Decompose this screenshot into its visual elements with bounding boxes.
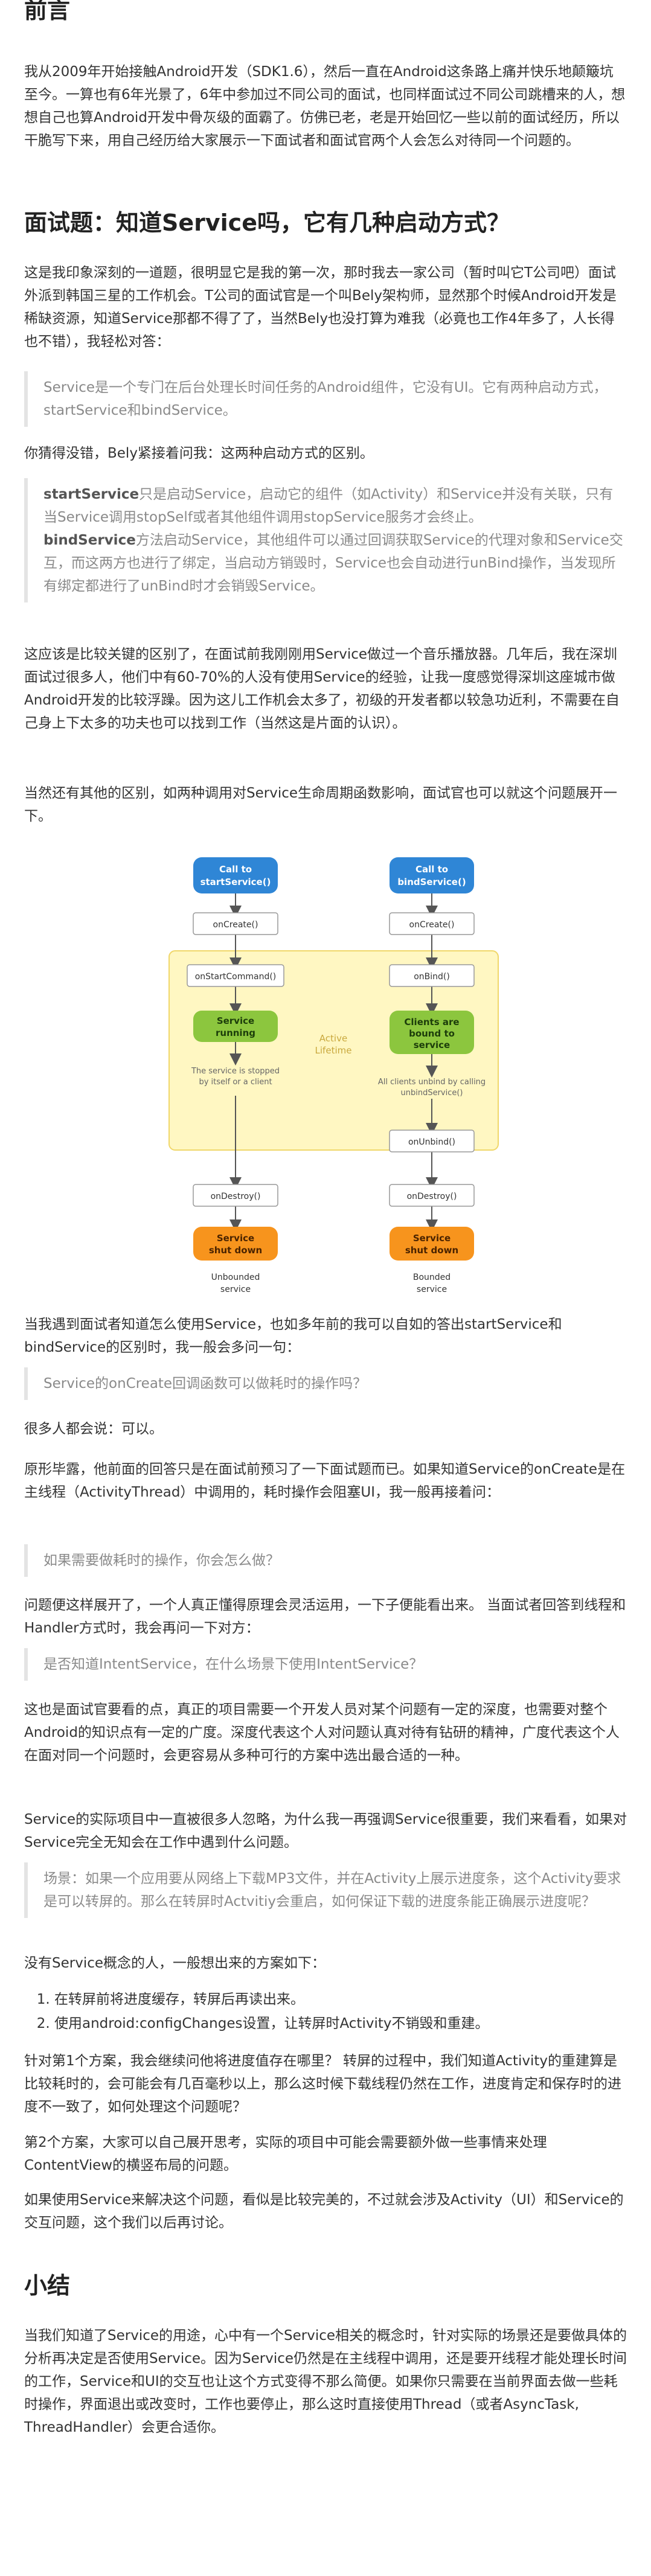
start-service-explanation: startService只是启动Service，启动它的组件（如Activity…	[43, 483, 627, 529]
paragraph-4: 当然还有其他的区别，如两种调用对Service生命周期函数影响，面试官也可以就这…	[24, 785, 618, 824]
left-ondestroy-node	[193, 1184, 278, 1207]
left-oncreate-label: onCreate()	[213, 920, 258, 930]
paragraph-3: 这应该是比较关键的区别了，在面试前我刚刚用Service做过一个音乐播放器。几年…	[24, 647, 620, 731]
paragraph-2: 你猜得没错，Bely紧接着问我：这两种启动方式的区别。	[24, 446, 374, 461]
solution-list: 在转屏前将进度缓存，转屏后再读出来。 使用android:configChang…	[24, 1987, 651, 2036]
onunbind-label: onUnbind()	[408, 1137, 455, 1147]
clients-bound-line1: Clients are	[404, 1017, 459, 1028]
right-shutdown-line2: shut down	[405, 1245, 458, 1256]
call-start-service-node	[193, 857, 278, 893]
left-shutdown-line2: shut down	[209, 1245, 262, 1256]
call-bind-service-line2: bindService()	[397, 877, 466, 887]
left-shutdown-line1: Service	[217, 1233, 254, 1244]
onstartcommand-node	[187, 964, 284, 987]
start-service-text: 只是启动Service，启动它的组件（如Activity）和Service并没有…	[43, 487, 614, 525]
left-stop-note-line1: The service is stopped	[191, 1067, 280, 1076]
right-oncreate-label: onCreate()	[409, 920, 455, 930]
bind-service-term: bindService	[43, 532, 136, 548]
quote-time-consuming: 如果需要做耗时的操作，你会怎么做？	[24, 1544, 627, 1577]
left-oncreate-node	[193, 912, 278, 935]
quote-scenario: 场景：如果一个应用要从网络上下载MP3文件，并在Activity上展示进度条，这…	[24, 1862, 627, 1918]
active-lifetime-region	[168, 950, 499, 1151]
list-item: 使用android:configChanges设置，让转屏时Activity不销…	[54, 2012, 651, 2036]
right-unbind-note-line1: All clients unbind by calling	[378, 1078, 486, 1087]
onbind-label: onBind()	[414, 972, 450, 982]
start-service-term: startService	[43, 487, 140, 502]
right-shutdown-node	[390, 1227, 474, 1261]
right-ondestroy-node	[389, 1184, 475, 1207]
unbounded-caption-line2: service	[220, 1285, 251, 1294]
right-unbind-note-line2: unbindService()	[400, 1088, 463, 1098]
paragraph-5: 当我遇到面试者知道怎么使用Service，也如多年前的我可以自如的答出start…	[24, 1317, 562, 1355]
call-bind-service-node	[390, 857, 474, 893]
clients-bound-line2: bound to	[409, 1028, 455, 1039]
onunbind-node	[389, 1130, 475, 1152]
bounded-caption-line2: service	[417, 1285, 447, 1294]
left-shutdown-node	[193, 1227, 278, 1261]
service-running-line2: running	[216, 1028, 255, 1038]
quote-service-definition: Service是一个专门在后台处理长时间任务的Android组件，它没有UI。它…	[24, 371, 627, 427]
summary-paragraph: 当我们知道了Service的用途，心中有一个Service相关的概念时，针对实际…	[24, 2328, 627, 2435]
paragraph-12: 针对第1个方案，我会继续问他将进度值存在哪里？ 转屏的过程中，我们知道Activ…	[24, 2053, 621, 2115]
list-item: 在转屏前将进度缓存，转屏后再读出来。	[54, 1987, 651, 2012]
paragraph-1: 这是我印象深刻的一道题，很明显它是我的第一次，那时我去一家公司（暂时叫它T公司吧…	[24, 265, 617, 350]
bind-service-explanation: bindService方法启动Service，其他组件可以通过回调获取Servi…	[43, 529, 627, 598]
right-shutdown-line1: Service	[413, 1233, 451, 1244]
paragraph-11: 没有Service概念的人，一般想出来的方案如下：	[24, 1955, 326, 1971]
call-start-service-line2: startService()	[200, 877, 271, 887]
service-lifecycle-diagram: Active Lifetime Call to startService() C…	[166, 845, 501, 1309]
clients-bound-line3: service	[414, 1040, 450, 1050]
quote-oncreate-question: Service的onCreate回调函数可以做耗时的操作吗？	[24, 1367, 627, 1400]
summary-heading: 小结	[24, 2272, 71, 2299]
left-ondestroy-label: onDestroy()	[211, 1192, 261, 1201]
bind-service-text: 方法启动Service，其他组件可以通过回调获取Service的代理对象和Ser…	[43, 532, 623, 594]
lifecycle-svg: Active Lifetime Call to startService() C…	[168, 857, 499, 1294]
unbounded-caption-line1: Unbounded	[211, 1273, 260, 1282]
right-ondestroy-label: onDestroy()	[407, 1192, 457, 1201]
active-lifetime-label-1: Active	[319, 1033, 347, 1044]
service-running-node	[193, 1011, 278, 1042]
question-heading: 面试题：知道Service吗，它有几种启动方式？	[24, 209, 510, 236]
preface-paragraph: 我从2009年开始接触Android开发（SDK1.6），然后一直在Androi…	[24, 64, 626, 149]
onbind-node	[389, 964, 475, 987]
paragraph-6: 很多人都会说：可以。	[24, 1421, 163, 1437]
onstartcommand-label: onStartCommand()	[195, 972, 277, 982]
call-start-service-line1: Call to	[219, 864, 252, 875]
clients-bound-node	[390, 1011, 474, 1054]
active-lifetime-label-2: Lifetime	[315, 1045, 352, 1056]
right-oncreate-node	[389, 912, 475, 935]
preface-heading: 前言	[24, 0, 71, 24]
left-stop-note-line2: by itself or a client	[199, 1078, 272, 1087]
paragraph-14: 如果使用Service来解决这个问题，看似是比较完美的，不过就会涉及Activi…	[24, 2192, 624, 2231]
paragraph-13: 第2个方案，大家可以自己展开思考，实际的项目中可能会需要额外做一些事情来处理Co…	[24, 2135, 547, 2173]
paragraph-7: 原形毕露，他前面的回答只是在面试前预习了一下面试题而已。如果知道Service的…	[24, 1462, 626, 1500]
paragraph-9: 这也是面试官要看的点，真正的项目需要一个开发人员对某个问题有一定的深度，也需要对…	[24, 1702, 620, 1763]
paragraph-8: 问题便这样展开了，一个人真正懂得原理会灵活运用，一下子便能看出来。 当面试者回答…	[24, 1597, 626, 1636]
quote-intentservice: 是否知道IntentService，在什么场景下使用IntentService？	[24, 1648, 627, 1681]
quote-start-vs-bind: startService只是启动Service，启动它的组件（如Activity…	[24, 478, 627, 602]
bounded-caption-line1: Bounded	[413, 1273, 451, 1282]
call-bind-service-line1: Call to	[415, 864, 448, 875]
service-running-line1: Service	[217, 1015, 254, 1026]
paragraph-10: Service的实际项目中一直被很多人忽略，为什么我一再强调Service很重要…	[24, 1812, 627, 1850]
